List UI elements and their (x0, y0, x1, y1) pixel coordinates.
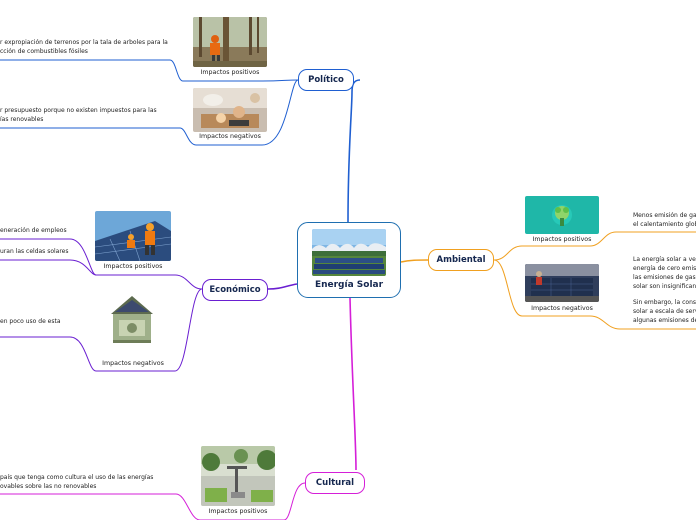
economico-negative-caption: Impactos negativos (102, 360, 164, 367)
connector-ambiental-negative (493, 259, 696, 330)
connector-central-cultural (349, 297, 357, 471)
economico-positive-text-1: eneración de empleos (0, 227, 67, 234)
cultural-positive-caption: Impactos positivos (208, 508, 268, 515)
ambiental-positive-caption: Impactos positivos (532, 236, 592, 243)
ambiental-positive-text-line-2: el calentamiento global (633, 221, 696, 228)
economico-negative-image (103, 290, 161, 346)
ambiental-negative-text-line-7: solar a escala de servi (633, 308, 696, 315)
connector-politico-negative (179, 79, 299, 146)
connector-central-politico (347, 79, 361, 223)
branch-economico[interactable]: Económico (202, 279, 268, 301)
economico-positive-image (95, 211, 171, 261)
ambiental-positive-text-line-1: Menos emisión de gase (633, 212, 696, 219)
politico-positive-text-line-2: cción de combustibles fósiles (0, 48, 88, 55)
connector-economico-negative (69, 288, 203, 372)
politico-negative-text-line-1: r presupuesto porque no existen impuesto… (0, 107, 157, 114)
ambiental-negative-text-line-3: las emisiones de gases (633, 274, 696, 281)
connector-central-economico (267, 283, 298, 290)
ambiental-negative-text-line-1: La energía solar a vece (633, 256, 696, 263)
economico-negative-text: en poco uso de esta (0, 318, 61, 325)
ambiental-negative-text-line-8: algunas emisiones de c (633, 317, 696, 324)
connector-central-ambiental (400, 259, 429, 263)
ambiental-negative-text-line-6: Sin embargo, la constr (633, 299, 696, 306)
branch-politico[interactable]: Político (298, 69, 354, 91)
connector-economico-positive (69, 259, 203, 290)
ambiental-negative-text-line-4: solar son insignificante (633, 283, 696, 290)
branch-ambiental[interactable]: Ambiental (428, 249, 494, 271)
branch-cultural[interactable]: Cultural (305, 472, 365, 494)
ambiental-negative-text-line-2: energía de cero emisió (633, 265, 696, 272)
cultural-positive-image (201, 446, 275, 506)
connector-cultural-positive (175, 482, 306, 520)
cultural-positive-text-line-1: país que tenga como cultura el uso de la… (0, 474, 154, 481)
connector-ambiental-positive (493, 231, 696, 261)
politico-positive-text-line-1: r expropiación de terrenos por la tala d… (0, 39, 168, 46)
politico-positive-caption: Impactos positivos (200, 69, 260, 76)
politico-negative-caption: Impactos negativos (199, 133, 261, 140)
politico-negative-text-line-2: ías renovables (0, 116, 44, 123)
politico-positive-image (193, 17, 267, 67)
politico-negative-image (193, 88, 267, 132)
solar-farm-image (312, 229, 386, 276)
ambiental-negative-caption: Impactos negativos (531, 305, 593, 312)
ambiental-positive-image (525, 196, 599, 234)
central-title: Energía Solar (314, 280, 384, 290)
economico-positive-text-2: uran las celdas solares (0, 248, 69, 255)
connector-politico-positive (169, 59, 299, 82)
central-node[interactable]: Energía Solar (297, 222, 401, 298)
cultural-positive-text-line-2: ovables sobre las no renovables (0, 483, 97, 490)
economico-positive-caption: Impactos positivos (103, 263, 163, 270)
ambiental-negative-image (525, 264, 599, 302)
